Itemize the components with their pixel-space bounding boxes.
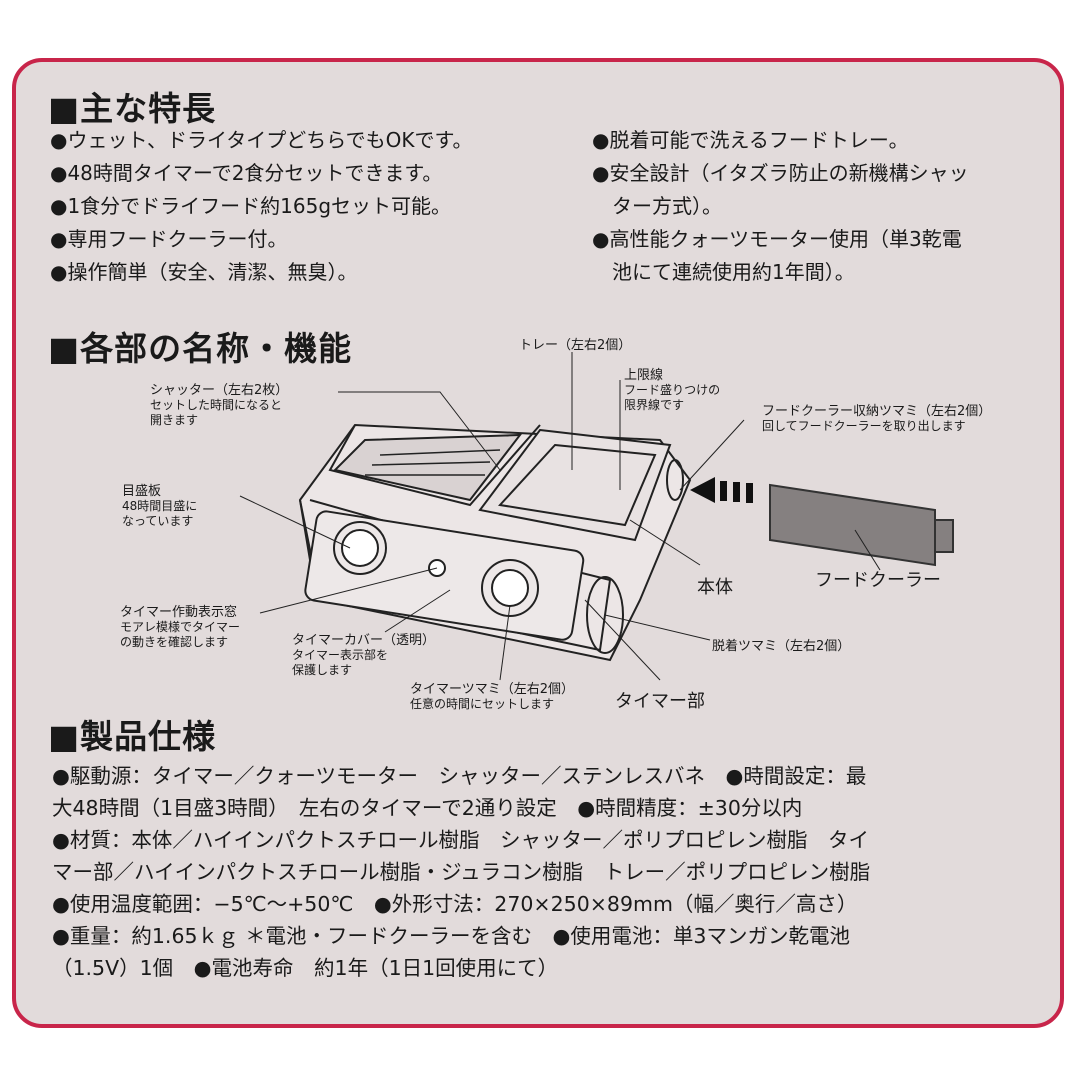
label-shutter: シャッター（左右2枚）セットした時間になると開きます — [150, 383, 289, 427]
feature-item: ●48時間タイマーで2食分セットできます。 — [50, 161, 443, 185]
feature-item: ●操作簡単（安全、清潔、無臭）。 — [50, 260, 358, 284]
label-upper-limit: 上限線フード盛りつけの限界線です — [624, 368, 721, 412]
label-detach-knob: 脱着ツマミ（左右2個） — [712, 639, 851, 654]
label-body: 本体 — [697, 577, 733, 598]
feeder-illustration — [298, 423, 692, 662]
spec-line: マー部／ハイインパクトスチロール樹脂・ジュラコン樹脂 トレー／ポリプロピレン樹脂 — [52, 860, 871, 884]
features-right: ●脱着可能で洗えるフードトレー。 ●安全設計（イタズラ防止の新機構シャッ ター方… — [592, 124, 969, 289]
features-heading: ■主な特長 — [48, 89, 217, 128]
features-left: ●ウェット、ドライタイプどちらでもOKです。 ●48時間タイマーで2食分セットで… — [50, 124, 473, 289]
spec-line: ●重量：約1.65ｋｇ ＊電池・フードクーラーを含む ●使用電池：単3マンガン乾… — [52, 924, 850, 948]
feature-item: ●専用フードクーラー付。 — [50, 227, 288, 251]
feature-item: ●ウェット、ドライタイプどちらでもOKです。 — [50, 128, 473, 152]
specs-text: ●駆動源：タイマー／クォーツモーター シャッター／ステンレスバネ ●時間設定：最… — [52, 760, 870, 984]
spec-line: ●使用温度範囲：−5℃〜+50℃ ●外形寸法：270×250×89mm（幅／奥行… — [52, 892, 858, 916]
label-timer-knob: タイマーツマミ（左右2個）任意の時間にセットします — [410, 682, 575, 711]
leader-lines — [239, 352, 881, 681]
label-tray: トレー（左右2個） — [519, 338, 632, 353]
label-timer-window: タイマー作動表示窓モアレ模様でタイマーの動きを確認します — [120, 605, 241, 649]
feature-item: ター方式）。 — [592, 194, 722, 218]
spec-line: ●駆動源：タイマー／クォーツモーター シャッター／ステンレスバネ ●時間設定：最 — [52, 764, 867, 788]
label-timer-unit: タイマー部 — [615, 691, 705, 712]
label-food-cooler: フードクーラー — [815, 570, 941, 591]
parts-heading: ■各部の名称・機能 — [48, 329, 353, 368]
specs-heading: ■製品仕様 — [48, 717, 217, 756]
feature-item: ●1食分でドライフード約165gセット可能。 — [50, 194, 452, 218]
feature-item: ●脱着可能で洗えるフードトレー。 — [592, 128, 909, 152]
spec-line: （1.5V）1個 ●電池寿命 約1年（1日1回使用にて） — [52, 956, 559, 980]
feature-item: ●高性能クォーツモーター使用（単3乾電 — [592, 227, 962, 251]
food-cooler-illustration — [690, 477, 954, 567]
feature-item: 池にて連続使用約1年間）。 — [592, 260, 855, 284]
label-cooler-knob: フードクーラー収納ツマミ（左右2個）回してフードクーラーを取り出します — [762, 404, 992, 433]
spec-line: 大48時間（1目盛3時間） 左右のタイマーで2通り設定 ●時間精度：±30分以内 — [52, 796, 803, 820]
spec-line: ●材質：本体／ハイインパクトスチロール樹脂 シャッター／ポリプロピレン樹脂 タイ — [52, 828, 869, 852]
label-timer-cover: タイマーカバー（透明）タイマー表示部を保護します — [292, 633, 436, 677]
feature-item: ●安全設計（イタズラ防止の新機構シャッ — [592, 161, 969, 185]
